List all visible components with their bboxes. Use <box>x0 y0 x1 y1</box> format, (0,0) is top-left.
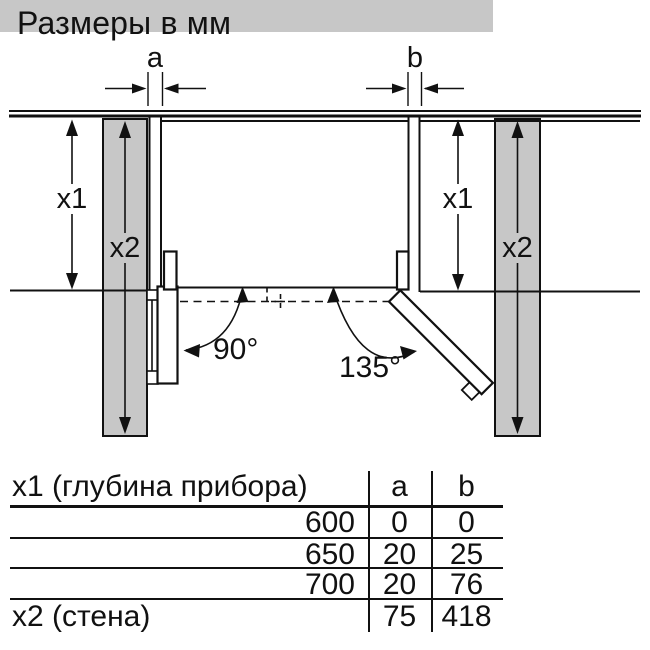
niche-walls <box>148 117 421 292</box>
x1-label-left: x1 <box>50 184 94 214</box>
x1-label-right: x1 <box>436 184 480 214</box>
table-row-a: 20 <box>382 567 417 601</box>
table-header-b: b <box>458 470 475 503</box>
table-rule <box>10 597 503 600</box>
depth-lines <box>10 120 640 293</box>
table-header-x1: x1 (глубина прибора) <box>12 470 308 503</box>
x2-arrow-left <box>119 121 131 434</box>
table-row-b: 76 <box>449 567 484 601</box>
dim-b-label: b <box>406 42 424 74</box>
dim-a <box>105 72 206 106</box>
table-footer-a: 75 <box>382 600 417 633</box>
table-rule <box>10 505 503 508</box>
table-footer-b: 418 <box>441 600 492 633</box>
dim-a-label: a <box>146 42 164 74</box>
x2-label-left: x2 <box>104 233 146 263</box>
closed-door-dashed-line <box>180 287 398 311</box>
dim-b <box>366 72 464 106</box>
right-door-hinge <box>395 250 410 291</box>
right-door-open-135 <box>387 250 495 402</box>
table-column-divider <box>430 471 433 632</box>
left-door-panel <box>156 285 179 385</box>
dimension-table: x1 (глубина прибора) a b 600 0 0 650 20 … <box>0 0 650 632</box>
table-rule <box>10 536 503 539</box>
closed-door-handle-dashed <box>266 287 288 311</box>
top-wall <box>9 110 641 118</box>
table-row-a: 20 <box>382 537 417 571</box>
table-row-b: 25 <box>449 537 484 571</box>
x2-label-right: x2 <box>496 233 539 263</box>
left-door-handle-bracket-bottom <box>146 370 159 385</box>
swing-arc-90 <box>183 286 249 358</box>
page-title: Размеры в мм <box>17 5 232 41</box>
table-footer-label: x2 (стена) <box>12 600 151 633</box>
angle-135-label: 135° <box>339 351 402 384</box>
angle-90-label: 90° <box>213 333 259 366</box>
table-row-depth: 600 <box>304 506 355 539</box>
left-door-hinge <box>162 250 178 291</box>
table-header-a: a <box>391 470 408 503</box>
x2-arrow-right <box>511 121 524 434</box>
table-column-divider <box>368 471 370 632</box>
left-door-handle-bar <box>146 290 153 384</box>
left-door-handle-bracket-top <box>146 289 159 301</box>
table-row-depth: 650 <box>304 537 355 571</box>
table-row-a: 0 <box>391 506 408 539</box>
table-rule <box>10 567 503 569</box>
table-row-b: 0 <box>458 506 475 539</box>
table-row-depth: 700 <box>304 567 355 601</box>
table-footer-row-background <box>0 0 493 32</box>
left-door-open-90 <box>146 250 179 385</box>
swing-arc-135 <box>327 286 417 360</box>
right-door-panel <box>387 288 495 396</box>
